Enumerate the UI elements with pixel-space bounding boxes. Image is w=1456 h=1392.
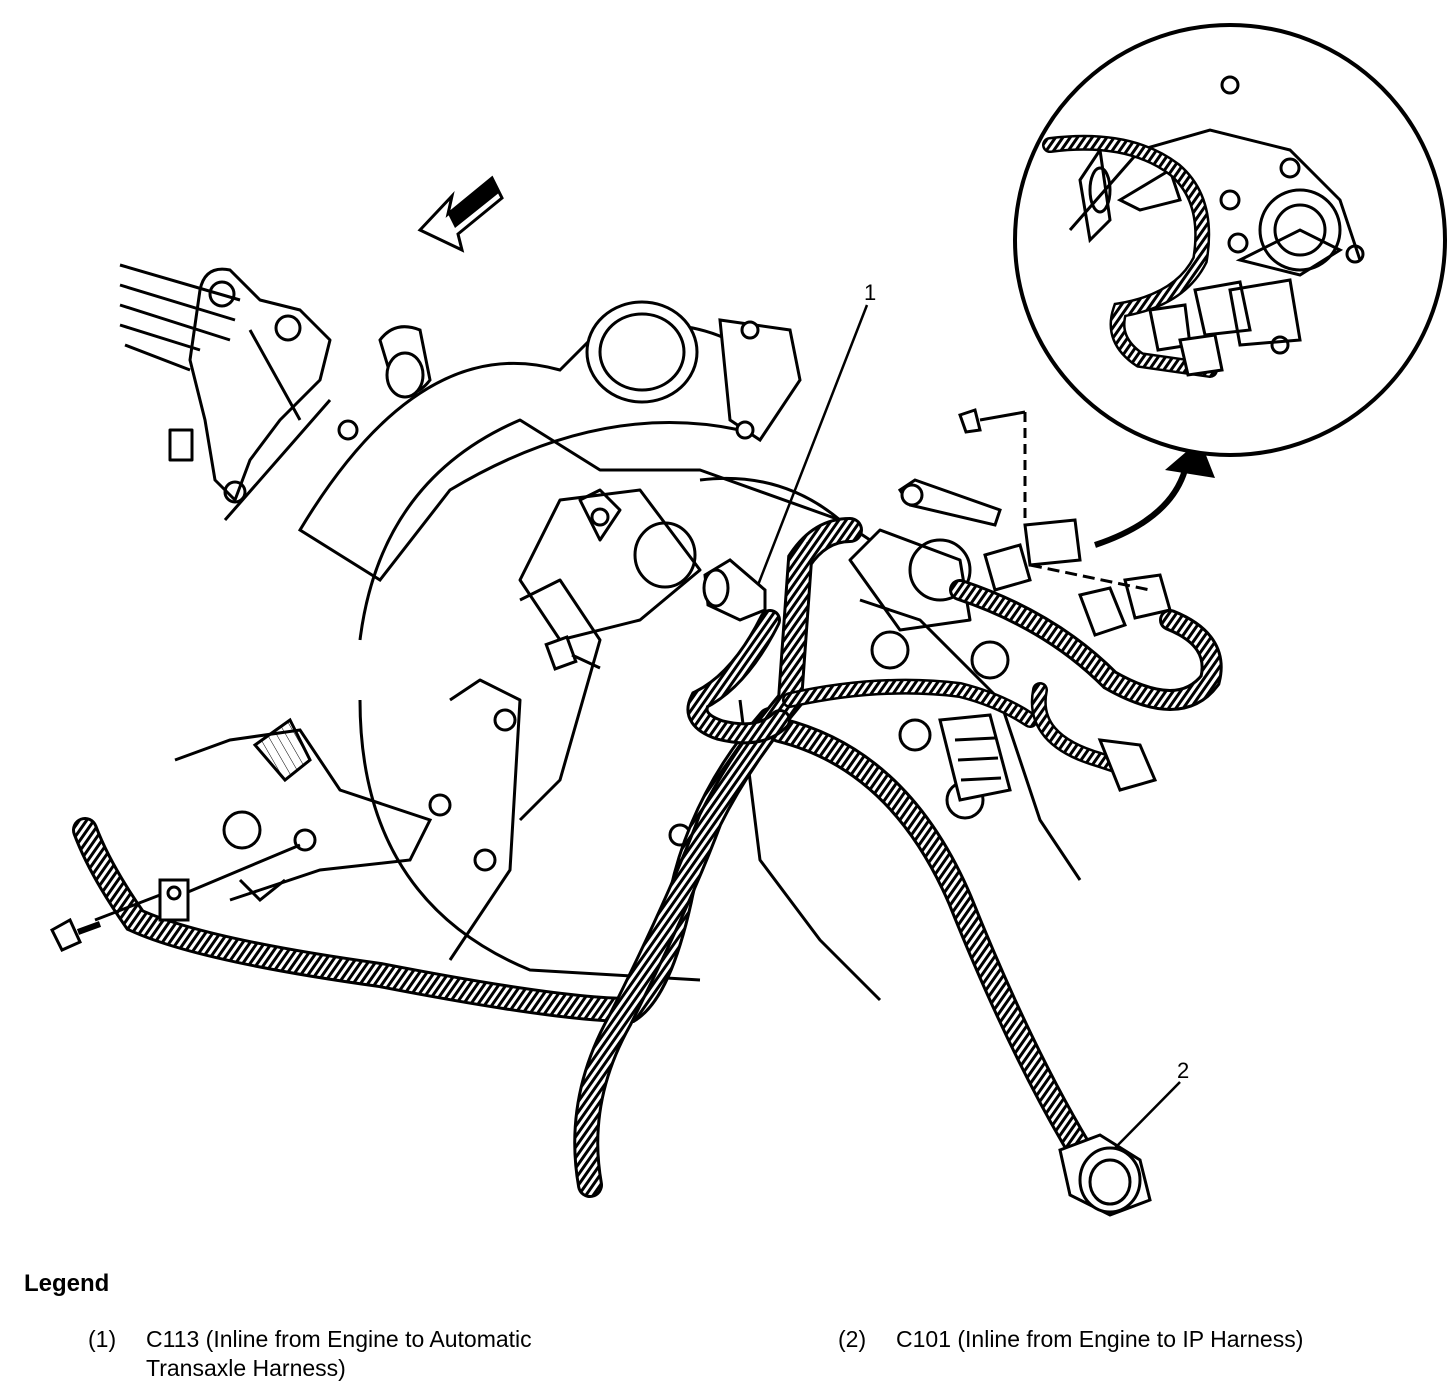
direction-arrow xyxy=(417,175,504,253)
callout-2: 2 xyxy=(1177,1058,1190,1083)
connector-c113 xyxy=(544,558,767,671)
legend-item-number: (2) xyxy=(838,1326,867,1352)
legend-item-number: (1) xyxy=(88,1326,117,1352)
callout-leaders xyxy=(756,304,1181,1149)
legend-item-line2: Transaxle Harness) xyxy=(146,1355,346,1381)
legend-item-text: C113 (Inline from Engine to Automatic Tr… xyxy=(146,1325,532,1383)
connector-c101 xyxy=(1058,1133,1152,1217)
legend-item-2: (2) C101 (Inline from Engine to IP Harne… xyxy=(838,1325,1438,1357)
callout-1: 1 xyxy=(864,280,877,305)
ground-bolt xyxy=(50,843,301,952)
detail-inset xyxy=(1013,23,1447,457)
legend-title: Legend xyxy=(24,1270,110,1297)
coolant-pipe xyxy=(297,300,802,582)
engine-bracket xyxy=(119,263,359,521)
legend-item-text: C101 (Inline from Engine to IP Harness) xyxy=(896,1325,1303,1354)
wiring-diagram xyxy=(50,23,1447,1217)
harness-conduits xyxy=(72,517,1223,1198)
lower-mount xyxy=(174,717,433,903)
detail-arrow xyxy=(1094,440,1215,548)
connector-cluster xyxy=(897,408,1172,802)
legend-item-line1: C113 (Inline from Engine to Automatic xyxy=(146,1326,532,1352)
legend-item-1: (1) C113 (Inline from Engine to Automati… xyxy=(88,1325,728,1385)
legend-item-line1: C101 (Inline from Engine to IP Harness) xyxy=(896,1326,1304,1352)
